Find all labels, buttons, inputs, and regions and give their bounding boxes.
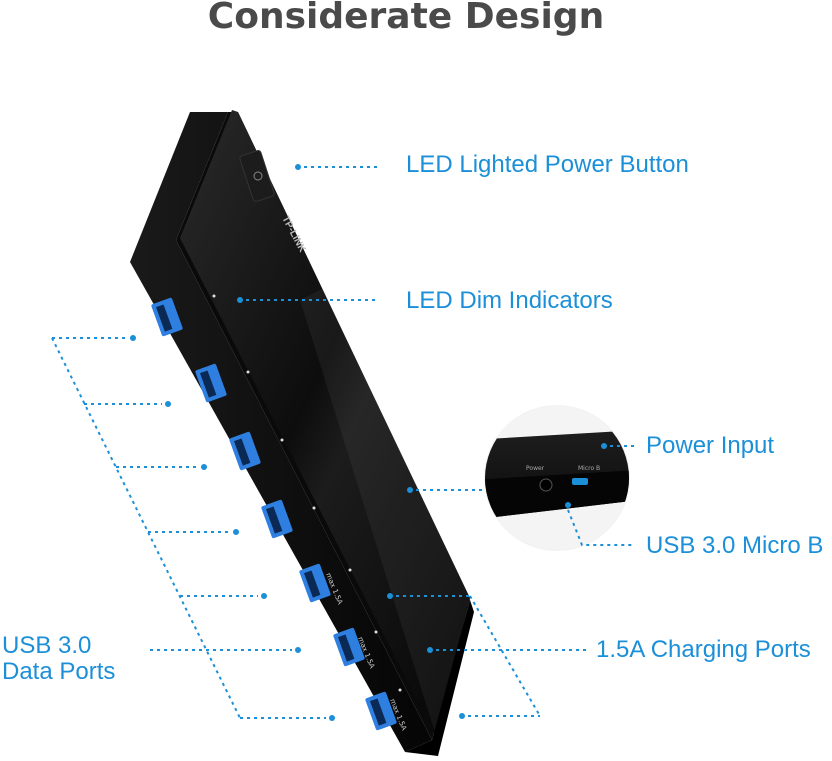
power-button [239, 150, 275, 202]
micro-b-port [572, 478, 588, 485]
hub-top-face [180, 110, 470, 736]
usb-port-1 [151, 297, 183, 337]
callout-micro-b: USB 3.0 Micro B [646, 532, 824, 559]
usb-port-7 [365, 691, 397, 731]
callout-dim-indicators: LED Dim Indicators [406, 287, 613, 314]
led-indicator [398, 688, 402, 692]
usb-port-2 [195, 363, 227, 403]
callout-power-button: LED Lighted Power Button [406, 151, 689, 178]
callout-lines [51, 164, 634, 721]
inset-label-microb: Micro B [578, 465, 600, 472]
power-icon [253, 171, 263, 181]
led-indicator [374, 630, 378, 634]
led-indicator [212, 294, 216, 298]
usb-port-3 [229, 431, 261, 471]
usb-port-4 [261, 499, 293, 539]
usb-hub-device: TP-LINK max 1.5A max 1.5A max 1.5A [130, 110, 474, 756]
inset-label-power: Power [526, 465, 545, 472]
usb-port-5 [299, 563, 331, 603]
callout-charging-ports: 1.5A Charging Ports [596, 636, 811, 663]
callout-data-ports-line2: Data Ports [2, 658, 116, 685]
page-title: Considerate Design [207, 0, 605, 37]
rear-port-inset: Power Micro B [484, 405, 630, 551]
led-indicator [280, 438, 284, 442]
usb-port-6 [333, 627, 365, 667]
callout-power-input: Power Input [646, 432, 775, 459]
led-indicator [312, 506, 316, 510]
hub-side-face [130, 112, 432, 752]
led-indicator [348, 568, 352, 572]
led-indicator [246, 370, 250, 374]
callout-data-ports-line1: USB 3.0 [2, 632, 92, 659]
power-jack [539, 478, 553, 492]
